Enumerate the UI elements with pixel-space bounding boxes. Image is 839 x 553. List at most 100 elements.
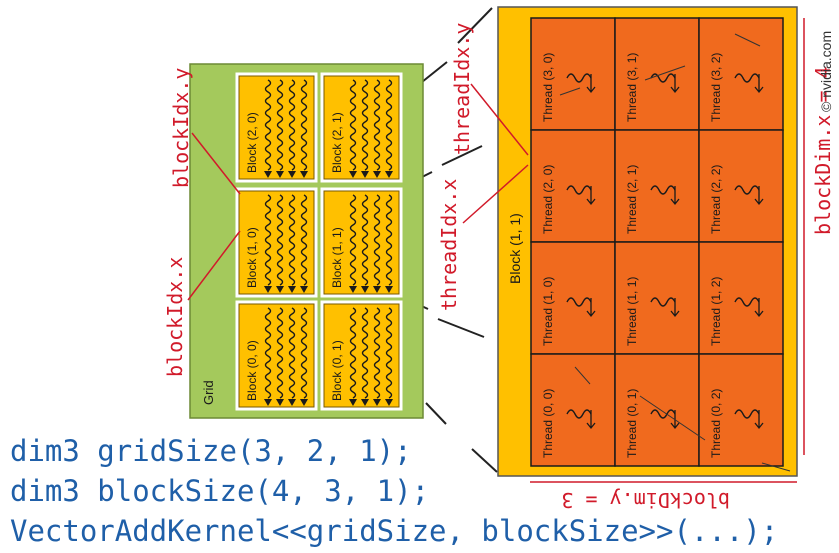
thread-arrow [670, 298, 680, 318]
thread-squiggle [734, 297, 760, 307]
thread-arrow [586, 186, 596, 206]
thread-cell: Thread (0, 0) [530, 353, 616, 467]
thread-arrowhead [361, 171, 369, 178]
thread-cell: Thread (0, 1) [614, 353, 700, 467]
thread-squiggle [276, 79, 284, 171]
thread-squiggle [264, 194, 272, 286]
thread-arrowhead [385, 286, 393, 293]
thread-arrow [670, 410, 680, 430]
thread-arrowhead [385, 171, 393, 178]
grid-block-label: Block (1, 1) [330, 227, 344, 288]
thread-arrowhead [288, 171, 296, 178]
thread-squiggle [300, 79, 308, 171]
blockIdx-x-label: blockIdx.x [163, 257, 187, 377]
thread-label: Thread (0, 2) [709, 389, 723, 458]
grid-label: Grid [201, 380, 216, 405]
grid-block-label: Block (0, 0) [245, 340, 259, 401]
thread-arrowhead [264, 171, 272, 178]
thread-cell: Thread (3, 0) [530, 17, 616, 131]
thread-cell: Thread (1, 1) [614, 241, 700, 355]
thread-label: Thread (1, 2) [709, 277, 723, 346]
thread-arrow [754, 186, 764, 206]
thread-arrow [754, 410, 764, 430]
thread-squiggle [373, 307, 381, 399]
thread-squiggle [349, 79, 357, 171]
thread-squiggle [373, 79, 381, 171]
thread-squiggle [288, 307, 296, 399]
grid-block: Block (2, 0) [235, 72, 318, 183]
thread-squiggle [650, 409, 676, 419]
thread-link-line [734, 33, 761, 47]
thread-label: Thread (0, 0) [541, 389, 555, 458]
blockDim-x-label: blockDim.x = 4 [811, 66, 835, 235]
code-line-2: dim3 blockSize(4, 3, 1); [10, 474, 430, 508]
thread-arrowhead [264, 399, 272, 406]
thread-squiggle [566, 409, 592, 419]
thread-cell: Thread (2, 2) [698, 129, 784, 243]
thread-squiggle [288, 194, 296, 286]
thread-squiggle [650, 73, 676, 83]
thread-link-line [559, 87, 581, 96]
grid-block: Block (1, 0) [235, 187, 318, 298]
thread-arrow [754, 298, 764, 318]
grid-block: Block (2, 1) [320, 72, 403, 183]
thread-squiggle [264, 79, 272, 171]
thread-arrowhead [276, 399, 284, 406]
thread-squiggle [566, 73, 592, 83]
thread-arrowhead [276, 286, 284, 293]
thread-label: Thread (3, 0) [541, 53, 555, 122]
thread-squiggle [566, 185, 592, 195]
thread-squiggle [276, 194, 284, 286]
thread-arrowhead [288, 399, 296, 406]
thread-squiggle [385, 79, 393, 171]
thread-arrowhead [373, 399, 381, 406]
thread-squiggle [734, 409, 760, 419]
threadIdx-y-label: threadIdx.y [450, 23, 474, 155]
code-line-1: dim3 gridSize(3, 2, 1); [10, 434, 412, 468]
thread-cell: Thread (1, 2) [698, 241, 784, 355]
thread-label: Thread (3, 2) [709, 53, 723, 122]
thread-arrowhead [373, 171, 381, 178]
thread-squiggle [276, 307, 284, 399]
thread-squiggle [373, 194, 381, 286]
thread-squiggle [566, 297, 592, 307]
thread-cell: Thread (2, 1) [614, 129, 700, 243]
grid-panel: Grid Block (2, 0) Block (2, 1)Block (1, 0… [189, 63, 424, 419]
thread-arrowhead [361, 399, 369, 406]
thread-squiggle [650, 297, 676, 307]
copyright-label: © nvidia.com [818, 31, 834, 112]
thread-squiggle [300, 194, 308, 286]
thread-label: Thread (3, 1) [625, 53, 639, 122]
thread-link-line [644, 65, 686, 81]
thread-arrowhead [264, 286, 272, 293]
thread-cell: Thread (3, 1) [614, 17, 700, 131]
block-detail-panel: Block (1, 1) Thread (3, 0) Thread (3, 1) T… [497, 6, 798, 477]
block-detail-label: Block (1, 1) [507, 213, 523, 284]
grid-block: Block (0, 0) [235, 300, 318, 411]
thread-squiggle [349, 307, 357, 399]
thread-arrow [586, 74, 596, 94]
thread-label: Thread (1, 1) [625, 277, 639, 346]
blockIdx-y-label: blockIdx.y [169, 68, 193, 188]
thread-cell: Thread (0, 2) [698, 353, 784, 467]
thread-arrowhead [349, 399, 357, 406]
thread-arrow [586, 410, 596, 430]
thread-squiggle [288, 79, 296, 171]
thread-cell: Thread (2, 0) [530, 129, 616, 243]
thread-label: Thread (2, 2) [709, 165, 723, 234]
grid-block-label: Block (0, 1) [330, 340, 344, 401]
grid-block-label: Block (2, 0) [245, 112, 259, 173]
thread-link-line [761, 462, 791, 472]
thread-squiggle [385, 307, 393, 399]
thread-arrowhead [361, 286, 369, 293]
thread-link-line [639, 395, 706, 441]
thread-cell: Thread (1, 0) [530, 241, 616, 355]
code-line-3: VectorAddKernel<<gridSize, blockSize>>(.… [10, 514, 779, 548]
thread-squiggle [734, 185, 760, 195]
thread-arrowhead [349, 286, 357, 293]
thread-arrow [586, 298, 596, 318]
thread-squiggle [734, 73, 760, 83]
thread-squiggle [385, 194, 393, 286]
thread-squiggle [349, 194, 357, 286]
